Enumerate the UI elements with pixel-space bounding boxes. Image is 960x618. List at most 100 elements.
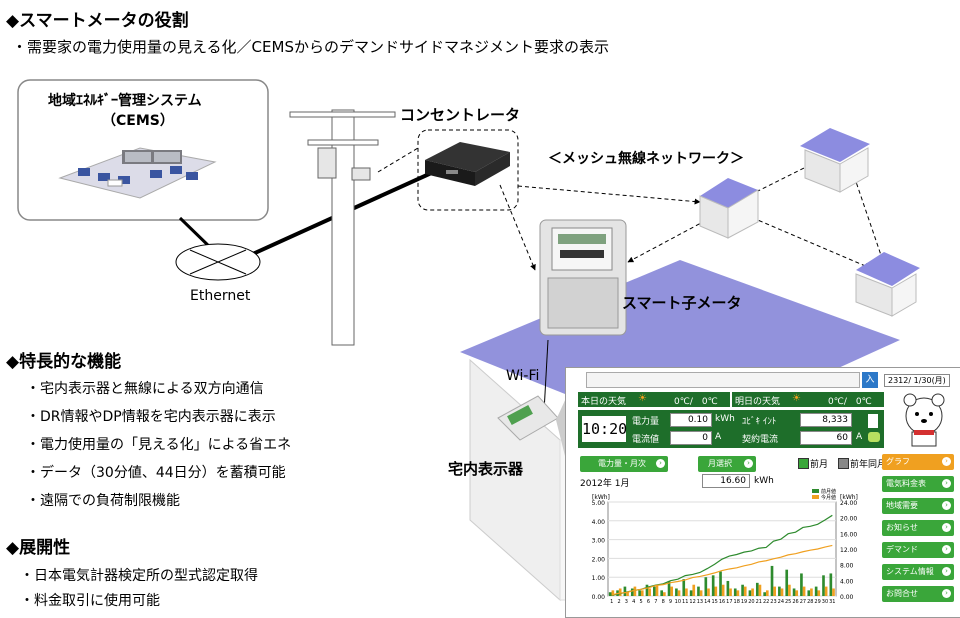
x-tick-label: 8 [662, 599, 665, 605]
prev-month-checkbox[interactable] [798, 458, 809, 469]
top-enter-button[interactable]: 入 [862, 372, 878, 388]
bar-current [648, 588, 651, 596]
x-tick-label: 15 [711, 599, 717, 605]
bar-prev [807, 590, 811, 596]
x-tick-label: 5 [640, 599, 643, 605]
bar-prev [726, 580, 730, 596]
trash-icon[interactable] [868, 414, 878, 428]
x-tick-label: 28 [807, 599, 813, 605]
prev-year-label: 前年同月 [850, 460, 887, 470]
prev-year-checkbox[interactable] [838, 458, 849, 469]
bar-prev [704, 577, 708, 596]
side-button-rates[interactable]: 電気料金表› [882, 476, 954, 492]
sun-icon: ☀ [792, 393, 801, 404]
legend-swatch-current [812, 495, 819, 499]
clock: 10:20 [582, 416, 627, 442]
cems-label-sub: （CEMS） [102, 113, 174, 129]
bar-current [751, 588, 754, 596]
period-button-label: 電力量・月次 [598, 459, 646, 468]
top-input-bar[interactable] [586, 372, 860, 388]
x-tick-label: 19 [741, 599, 747, 605]
side-button-system[interactable]: システム情報› [882, 564, 954, 580]
bar-current [670, 586, 674, 596]
side-button-label: 電気料金表 [886, 479, 926, 488]
ethernet-label: Ethernet [190, 288, 251, 304]
bar-prev [800, 573, 803, 596]
month-select-button[interactable]: 月選択› [698, 456, 756, 472]
expand-title: ◆展開性 [6, 538, 71, 558]
bar-prev [675, 588, 678, 596]
y2-tick-label: 20.00 [840, 516, 857, 523]
legend-label: 今月値 [821, 494, 836, 501]
month-label: 2012年 1月 [580, 479, 630, 489]
bar-prev [630, 588, 634, 596]
feature-item: ・宅内表示器と無線による双方向通信 [26, 381, 264, 397]
smart-meter [539, 219, 627, 336]
x-tick-label: 16 [719, 599, 725, 605]
legend-label: 前月値 [821, 488, 836, 495]
bar-current [663, 592, 666, 596]
role-title: ◆スマートメータの役割 [6, 11, 189, 31]
side-button-notice[interactable]: お知らせ› [882, 520, 954, 536]
bar-current [736, 590, 740, 596]
bar-prev [755, 582, 759, 596]
bar-prev [814, 586, 818, 596]
concentrator-label: コンセントレータ [400, 106, 521, 124]
y-tick-label: 5.00 [592, 500, 606, 507]
bar-current [788, 584, 791, 596]
bar-current [810, 588, 813, 596]
bar-current [817, 590, 821, 596]
month-total-unit: kWh [754, 476, 774, 486]
side-button-contact[interactable]: お問合せ› [882, 586, 954, 602]
ethernet-cloud [175, 243, 261, 281]
cems-box [17, 79, 269, 221]
x-tick-label: 26 [792, 599, 798, 605]
side-button-label: 地域需要 [886, 501, 918, 510]
side-button-demand[interactable]: デマンド› [882, 542, 954, 558]
bar-current [677, 590, 681, 596]
utility-pole [289, 109, 396, 346]
side-button-label: お問合せ [886, 589, 918, 598]
bar-prev [682, 579, 686, 596]
bar-current [699, 590, 703, 596]
bar-prev [829, 573, 833, 596]
period-button[interactable]: 電力量・月次 › [580, 456, 668, 472]
x-tick-label: 6 [647, 599, 650, 605]
x-tick-label: 12 [689, 599, 695, 605]
y2-tick-label: 8.00 [840, 563, 854, 570]
bar-prev [792, 588, 796, 596]
bar-current [780, 588, 784, 596]
y2-tick-label: 12.00 [840, 547, 857, 554]
bar-current [743, 586, 747, 596]
arrow-icon: › [656, 459, 665, 468]
home-display-label: 宅内表示器 [448, 460, 524, 478]
point-value: 8,333 [800, 413, 852, 427]
contract-label: 契約電流 [742, 435, 779, 445]
tomorrow-weather-label: 明日の天気 [735, 397, 781, 407]
bar-prev [645, 584, 649, 596]
bar-current [633, 586, 637, 596]
bar-prev [653, 586, 656, 596]
side-button-label: グラフ [886, 457, 910, 466]
x-tick-label: 27 [800, 599, 806, 605]
y2-tick-label: 16.00 [840, 531, 857, 538]
concentrator-device [425, 142, 510, 186]
x-tick-label: 4 [632, 599, 635, 605]
side-button-graph[interactable]: グラフ› [882, 454, 954, 470]
y-tick-label: 2.00 [592, 556, 606, 563]
current-value: 0 [670, 431, 712, 445]
bar-current [765, 590, 769, 596]
bar-prev [697, 586, 700, 596]
power-value: 0.10 [670, 413, 712, 427]
power-label: 電力量 [632, 417, 660, 427]
side-button-demand-area[interactable]: 地域需要› [882, 498, 954, 514]
feature-item: ・遠隔での負荷制限機能 [26, 493, 180, 509]
y-tick-label: 4.00 [592, 519, 606, 526]
power-unit: kWh [715, 414, 735, 424]
side-button-label: お知らせ [886, 523, 918, 532]
y2-tick-label: 24.00 [840, 500, 857, 507]
bar-current [611, 590, 615, 596]
y-tick-label: 3.00 [592, 538, 606, 545]
x-tick-label: 10 [675, 599, 681, 605]
month-total: 16.60 [702, 474, 750, 488]
